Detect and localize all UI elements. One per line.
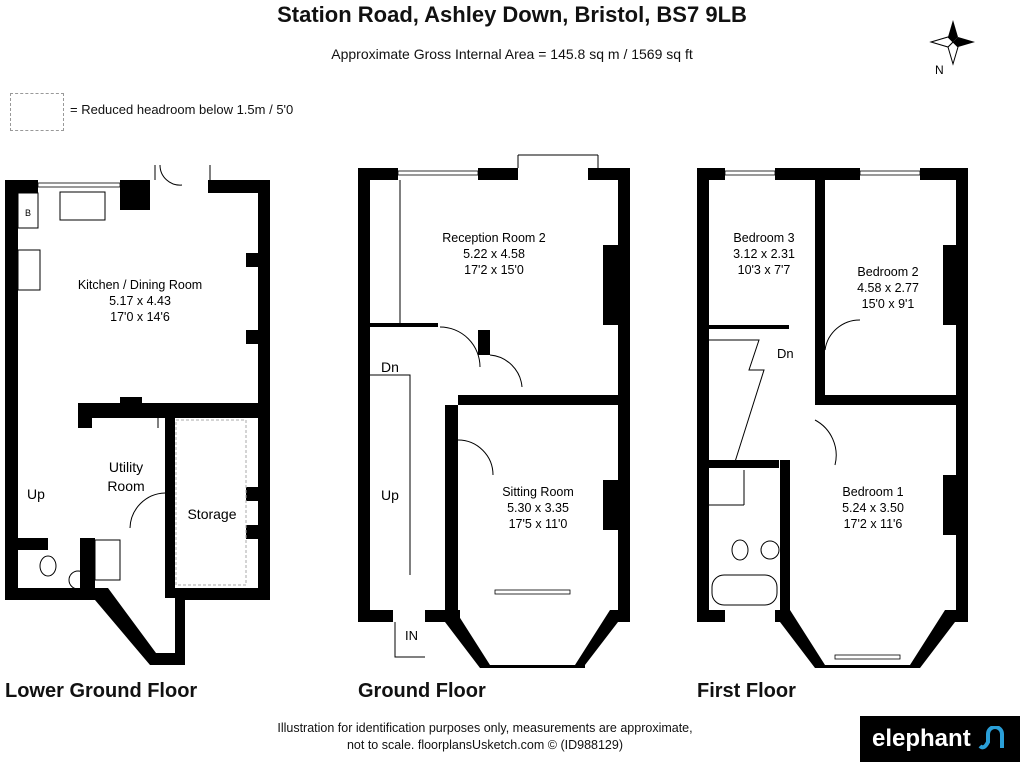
- logo-text: elephant: [872, 725, 971, 752]
- first-stairs-dn: Dn: [777, 346, 794, 361]
- lower-ground-floor-plan: B: [5, 164, 270, 665]
- kitchen-metric: 5.17 x 4.43: [109, 294, 171, 308]
- bedroom2-metric: 4.58 x 2.77: [857, 281, 919, 295]
- reduced-headroom-swatch: [10, 93, 64, 131]
- reception-imperial: 17'2 x 15'0: [464, 263, 524, 277]
- bedroom1-metric: 5.24 x 3.50: [842, 501, 904, 515]
- kitchen-name: Kitchen / Dining Room: [78, 278, 202, 292]
- sitting-metric: 5.30 x 3.35: [507, 501, 569, 515]
- bedroom1-imperial: 17'2 x 11'6: [844, 517, 903, 531]
- bedroom3-name: Bedroom 3: [733, 231, 794, 245]
- compass-north: N: [935, 63, 944, 77]
- bedroom3-metric: 3.12 x 2.31: [733, 247, 795, 261]
- utility-name-2: Room: [107, 478, 144, 494]
- storage-name: Storage: [187, 506, 236, 522]
- ground-stairs-up: Up: [381, 487, 399, 503]
- reception-metric: 5.22 x 4.58: [463, 247, 525, 261]
- elephant-trunk-icon: [978, 726, 1004, 750]
- entrance-label: IN: [405, 628, 418, 643]
- bedroom3-imperial: 10'3 x 7'7: [738, 263, 791, 277]
- ground-stairs-dn: Dn: [381, 359, 399, 375]
- first-floor-plan: [697, 168, 968, 668]
- disclaimer: Illustration for identification purposes…: [250, 720, 720, 754]
- disclaimer-line-2: not to scale. floorplansUsketch.com © (I…: [346, 738, 623, 752]
- first-floor-label: First Floor: [697, 680, 796, 702]
- ground-floor-label: Ground Floor: [358, 680, 486, 702]
- kitchen-imperial: 17'0 x 14'6: [110, 310, 170, 324]
- bedroom2-imperial: 15'0 x 9'1: [862, 297, 915, 311]
- compass-icon: N: [929, 20, 975, 77]
- boiler-label: B: [25, 208, 31, 218]
- legend-text: = Reduced headroom below 1.5m / 5'0: [70, 102, 294, 117]
- sitting-imperial: 17'5 x 11'0: [509, 517, 568, 531]
- elephant-logo: elephant: [860, 716, 1020, 762]
- sitting-name: Sitting Room: [502, 485, 574, 499]
- gross-area: Approximate Gross Internal Area = 145.8 …: [331, 46, 693, 62]
- lower-stairs-up: Up: [27, 486, 45, 502]
- page-title: Station Road, Ashley Down, Bristol, BS7 …: [277, 2, 747, 27]
- disclaimer-line-1: Illustration for identification purposes…: [277, 721, 693, 735]
- ground-floor-plan: [358, 154, 630, 668]
- utility-name-1: Utility: [109, 459, 143, 475]
- bedroom2-name: Bedroom 2: [857, 265, 918, 279]
- lower-ground-floor-label: Lower Ground Floor: [5, 680, 198, 702]
- reception-name: Reception Room 2: [442, 231, 546, 245]
- bedroom1-name: Bedroom 1: [842, 485, 903, 499]
